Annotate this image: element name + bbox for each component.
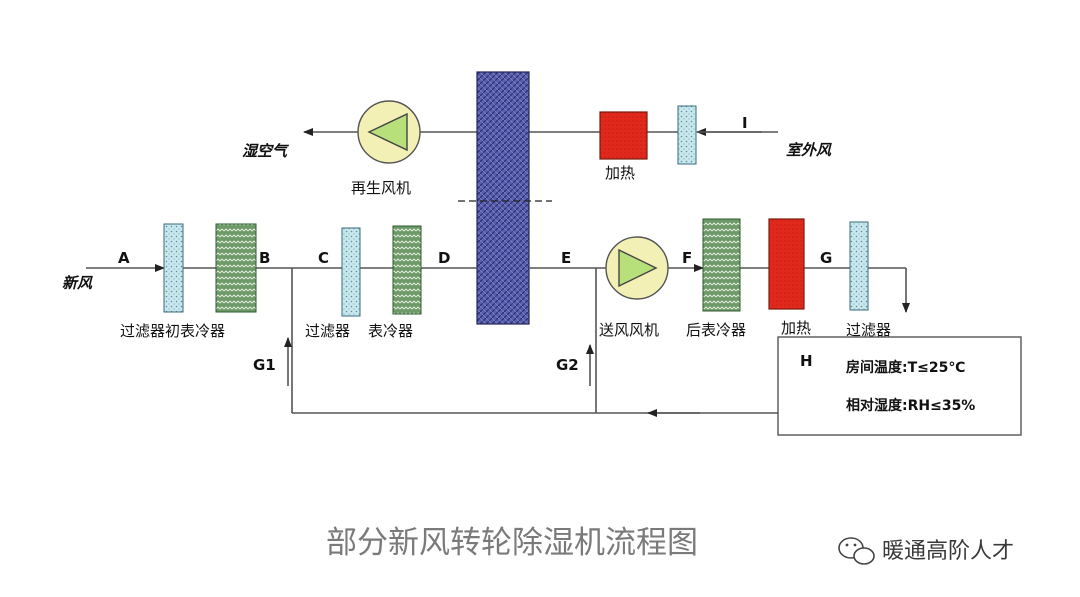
cooler-1 [392, 225, 422, 315]
heater-2 [768, 218, 805, 310]
wechat-icon [838, 537, 875, 565]
room-box [777, 336, 1022, 436]
watermark-text: 暖通高阶人才 [882, 539, 1014, 564]
point-d: D [438, 249, 450, 267]
after-cooler [702, 218, 741, 312]
fresh-in-label: 新风 [62, 274, 93, 292]
point-f: F [682, 249, 692, 267]
pre-cooler [215, 223, 257, 313]
point-g1: G1 [253, 356, 276, 374]
point-g2: G2 [556, 356, 579, 374]
after-cooler-label: 后表冷器 [686, 321, 746, 339]
regen-heater-label: 加热 [605, 164, 635, 182]
room-temp: 房间温度:T≤25℃ [846, 359, 965, 376]
desiccant-wheel [476, 71, 530, 325]
supply-fan [605, 236, 669, 300]
pre-filter-cooler-label: 过滤器初表冷器 [120, 322, 225, 340]
regen-heater [599, 111, 648, 160]
filter-2-label: 过滤器 [846, 321, 891, 339]
heater-2-label: 加热 [781, 319, 811, 337]
point-a: A [118, 249, 130, 267]
point-e: E [561, 249, 571, 267]
point-c: C [318, 249, 329, 267]
cooler-1-label: 表冷器 [368, 322, 413, 340]
filter-1-label: 过滤器 [305, 322, 350, 340]
regen-fan-label: 再生风机 [351, 179, 411, 197]
regen-out-label: 湿空气 [242, 142, 290, 160]
regen-fan [357, 100, 421, 164]
regen-in-label: 室外风 [786, 141, 832, 159]
supply-fan-label: 送风风机 [599, 321, 659, 339]
regen-in-mark: I [742, 114, 748, 132]
pre-filter [163, 223, 184, 313]
filter-2 [849, 221, 869, 311]
room-rh: 相对湿度:RH≤35% [846, 397, 975, 414]
point-b: B [259, 249, 270, 267]
point-h: H [800, 352, 813, 370]
filter-1 [341, 227, 361, 317]
point-g: G [820, 249, 832, 267]
diagram-caption: 部分新风转轮除湿机流程图 [326, 525, 698, 561]
regen-filter [677, 105, 697, 165]
